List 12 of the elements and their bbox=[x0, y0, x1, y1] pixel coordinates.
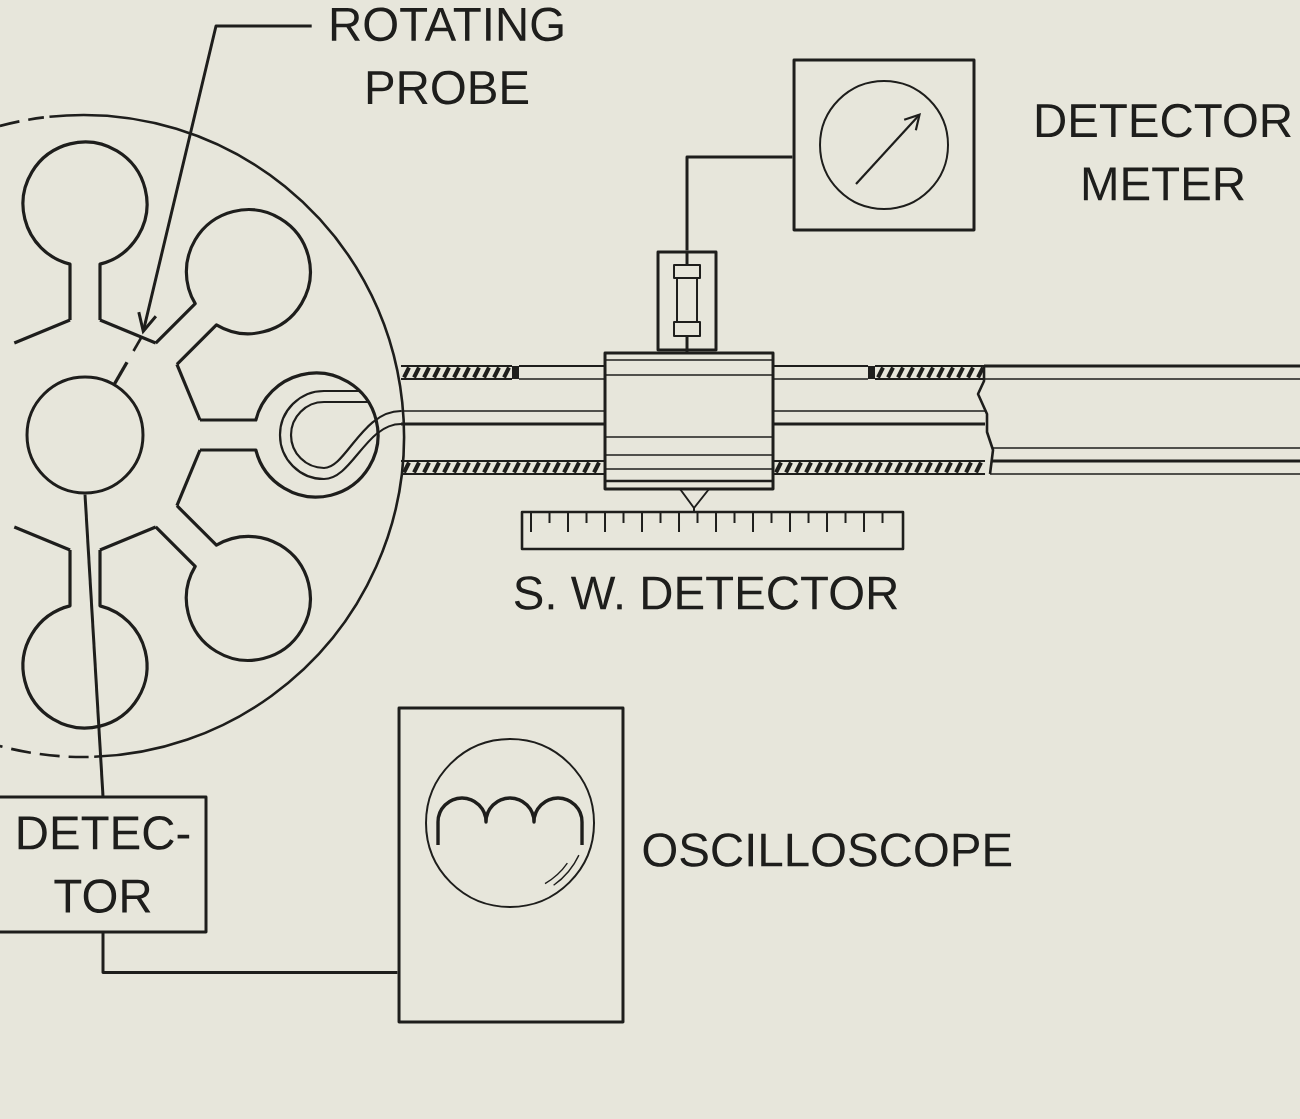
crystal-holder bbox=[656, 250, 718, 353]
detector-box: DETEC- TOR bbox=[0, 795, 208, 934]
part-label: OSCILLOSCOPE bbox=[643, 833, 1012, 867]
wire bbox=[83, 494, 105, 797]
part-label: S. W. DETECTOR bbox=[514, 576, 898, 610]
leader-line bbox=[137, 24, 312, 335]
part-label: ROTATING PROBE bbox=[331, 7, 563, 105]
wire bbox=[685, 155, 793, 251]
wire bbox=[101, 932, 398, 974]
probe bbox=[112, 337, 143, 386]
cathode bbox=[25, 375, 145, 495]
part-label: DETECTOR METER bbox=[1036, 103, 1291, 201]
